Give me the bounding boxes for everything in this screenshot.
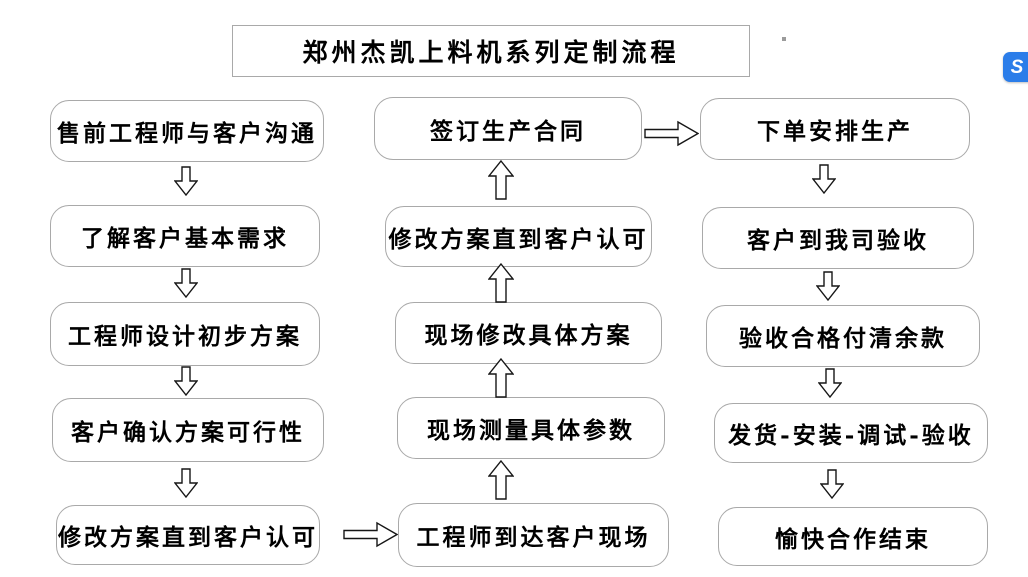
flow-node-onsite-measure-parameters: 现场测量具体参数 xyxy=(397,397,665,459)
flow-node-revise-until-approved-left: 修改方案直到客户认可 xyxy=(56,505,320,565)
flow-node-customer-acceptance-visit: 客户到我司验收 xyxy=(702,207,974,269)
arrow-up-icon xyxy=(488,263,514,303)
arrow-down-icon xyxy=(174,468,198,498)
flow-node-understand-needs: 了解客户基本需求 xyxy=(50,205,320,267)
arrow-up-icon xyxy=(488,460,514,500)
flow-node-engineer-arrives-site: 工程师到达客户现场 xyxy=(398,503,669,567)
arrow-down-icon xyxy=(174,366,198,396)
flow-node-pay-balance: 验收合格付清余款 xyxy=(706,305,980,367)
arrow-down-icon xyxy=(820,469,844,499)
arrow-right-icon xyxy=(343,521,398,548)
flow-node-initial-design: 工程师设计初步方案 xyxy=(50,302,320,366)
flow-node-place-order-production: 下单安排生产 xyxy=(700,98,970,160)
arrow-right-icon xyxy=(644,120,699,147)
flow-node-onsite-modify-plan: 现场修改具体方案 xyxy=(395,302,662,364)
speck-dot xyxy=(782,37,786,41)
flow-node-presales-communication: 售前工程师与客户沟通 xyxy=(50,100,324,162)
floating-widget-button[interactable]: S xyxy=(1003,52,1028,82)
arrow-down-icon xyxy=(174,268,198,298)
title-box: 郑州杰凯上料机系列定制流程 xyxy=(232,25,750,77)
page-title: 郑州杰凯上料机系列定制流程 xyxy=(302,38,680,67)
flow-node-ship-install-debug-accept: 发货-安装-调试-验收 xyxy=(714,403,988,463)
flow-node-revise-until-approved-middle: 修改方案直到客户认可 xyxy=(385,206,652,267)
arrow-down-icon xyxy=(818,368,842,398)
flow-node-cooperation-complete: 愉快合作结束 xyxy=(718,507,988,566)
arrow-up-icon xyxy=(488,358,514,398)
flow-node-confirm-feasibility: 客户确认方案可行性 xyxy=(52,398,324,462)
arrow-down-icon xyxy=(812,164,836,194)
arrow-up-icon xyxy=(488,160,514,200)
arrow-down-icon xyxy=(174,166,198,196)
s-logo-icon: S xyxy=(1010,56,1024,78)
flow-node-sign-contract: 签订生产合同 xyxy=(374,97,642,160)
arrow-down-icon xyxy=(816,271,840,301)
